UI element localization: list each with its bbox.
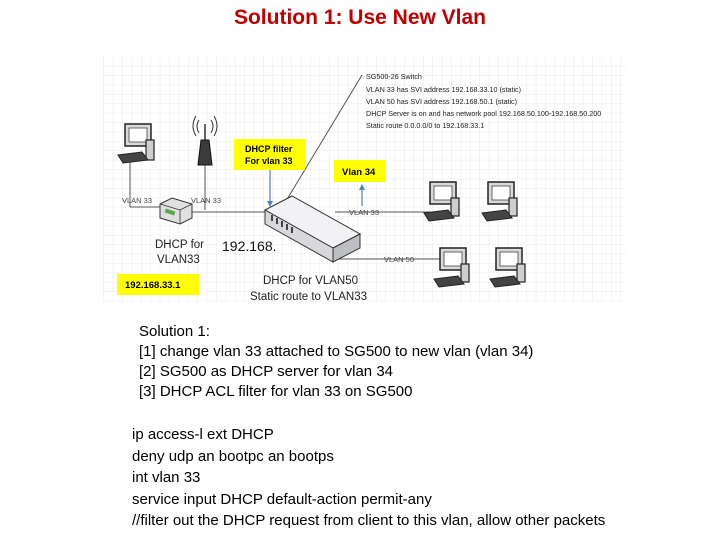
config-block: ip access-l ext DHCP deny udp an bootpc … <box>132 424 605 532</box>
router-ip-label: 192.168.33.1 <box>125 280 181 291</box>
partial-ip-text: 192.168. <box>222 238 277 254</box>
config-line: service input DHCP default-action permit… <box>132 490 432 508</box>
computer-icon <box>433 247 470 288</box>
switch-caption: DHCP for VLAN50 <box>263 275 358 287</box>
solution-heading: Solution 1: <box>139 323 210 340</box>
router-caption: DHCP for <box>155 239 204 251</box>
vlan33-right-label: VLAN 33 <box>349 208 379 217</box>
vlan34-highlight <box>334 160 386 182</box>
dhcp-filter-label: For vlan 33 <box>245 156 293 166</box>
config-line: deny udp an bootpc an bootps <box>132 447 334 465</box>
switch-icon <box>263 195 362 263</box>
vlan33-ap-label: VLAN 33 <box>191 196 221 205</box>
config-line: //filter out the DHCP request from clien… <box>132 512 606 529</box>
page-title: Solution 1: Use New Vlan <box>233 6 487 29</box>
config-line: ip access-l ext DHCP <box>132 426 274 443</box>
switch-caption: Static route to VLAN33 <box>250 291 367 303</box>
switch-note: VLAN 33 has SVI address 192.168.33.10 (s… <box>366 85 521 94</box>
solution-step: [3] DHCP ACL filter for vlan 33 on SG500 <box>139 383 413 400</box>
switch-note: DHCP Server is on and has network pool 1… <box>366 109 601 118</box>
switch-note: SG500-26 Switch <box>366 72 422 81</box>
dhcp-filter-label: DHCP filter <box>245 144 293 154</box>
computer-icon <box>117 123 155 164</box>
solution-list: Solution 1: [1] change vlan 33 attached … <box>139 322 533 402</box>
switch-note: VLAN 50 has SVI address 192.168.50.1 (st… <box>366 97 517 106</box>
solution-step: [1] change vlan 33 attached to SG500 to … <box>139 343 534 360</box>
computer-icon <box>489 247 526 288</box>
config-line: int vlan 33 <box>132 469 201 486</box>
router-icon <box>159 197 193 225</box>
dhcp-filter-highlight <box>234 139 305 170</box>
computer-icon <box>423 181 460 222</box>
router-caption: VLAN33 <box>157 254 200 266</box>
vlan33-left-label: VLAN 33 <box>122 196 152 205</box>
router-ip-highlight <box>117 274 199 295</box>
computer-icon <box>481 181 518 222</box>
vlan34-label: Vlan 34 <box>342 167 376 178</box>
callout-line <box>282 74 363 207</box>
wireless-ap-icon <box>192 115 218 166</box>
solution-step: [2] SG500 as DHCP server for vlan 34 <box>139 363 394 380</box>
vlan50-label: VLAN 50 <box>384 255 414 264</box>
switch-note: Static route 0.0.0.0/0 to 192.168.33.1 <box>366 121 484 130</box>
